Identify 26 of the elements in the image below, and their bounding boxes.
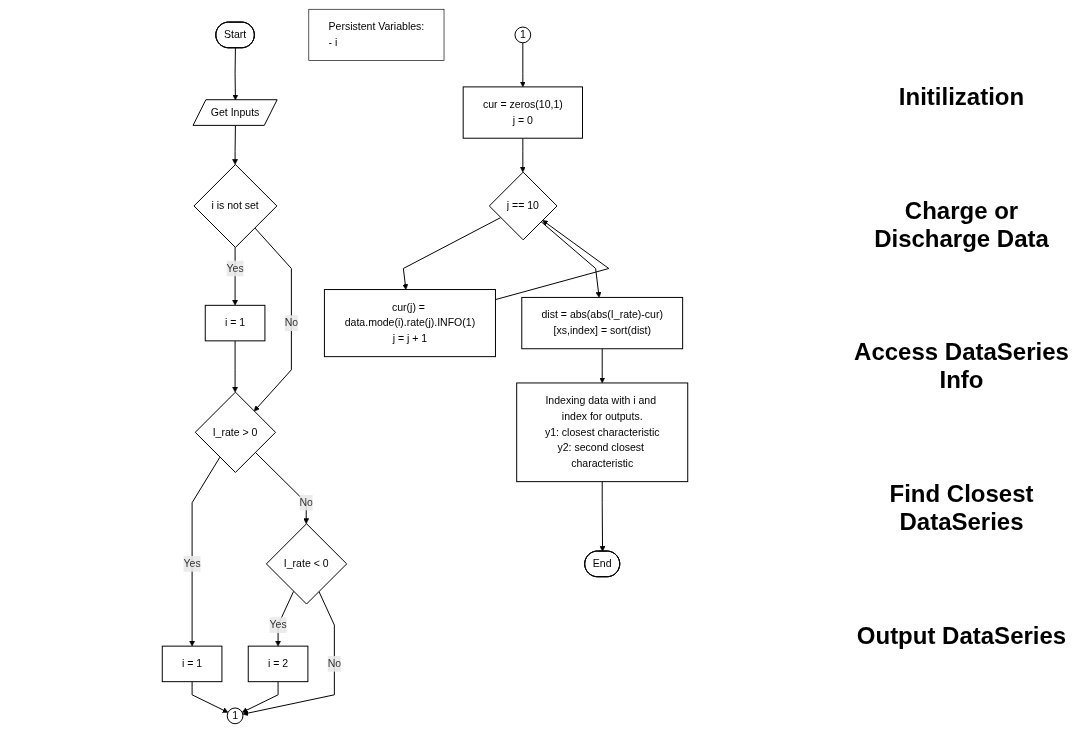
node-box [462,86,583,139]
node-diamond [488,171,558,241]
node-box [204,304,266,342]
node-box [516,382,689,483]
node-box [521,296,684,350]
node-box [161,645,223,683]
node-box [323,289,496,358]
section-heading: Access DataSeries Info [853,338,1070,395]
edge-label: No [299,496,313,508]
edge-label: No [284,317,299,329]
node-circle [226,707,244,725]
section-heading: Find Closest DataSeries [888,480,1035,537]
edge-label: Yes [269,619,287,631]
section-heading: Charge or Discharge Data [873,196,1050,253]
flowchart: Yes No Yes No Yes No Start Get Inputs i is not set i = 1 I_rate > 0 i = 1 I_rate < 0 i = 2 1 Persistent Variables: - i 1 cur = zeros(10,1) j = 0 j == 10 cur(j) = data.mode(i).rate(j).INFO(1) j = j + 1 dist = abs(abs(I_rate)-cur) [xs,index] = sort(dist) Indexing data with i and index for outputs. y1: closest characteristic y2: second closest characteristic End [157,4,693,729]
edge-label: Yes [183,557,201,570]
node-box [247,645,309,683]
section-heading: Initilization [898,82,1025,111]
section-heading: Output DataSeries [856,622,1067,651]
edge-label: No [327,657,342,670]
edge-label: Yes [226,262,244,274]
node-diamond [193,164,278,248]
node-box [308,8,445,61]
node-diamond [194,391,277,473]
node-circle [514,26,532,44]
node-diamond [265,523,348,605]
